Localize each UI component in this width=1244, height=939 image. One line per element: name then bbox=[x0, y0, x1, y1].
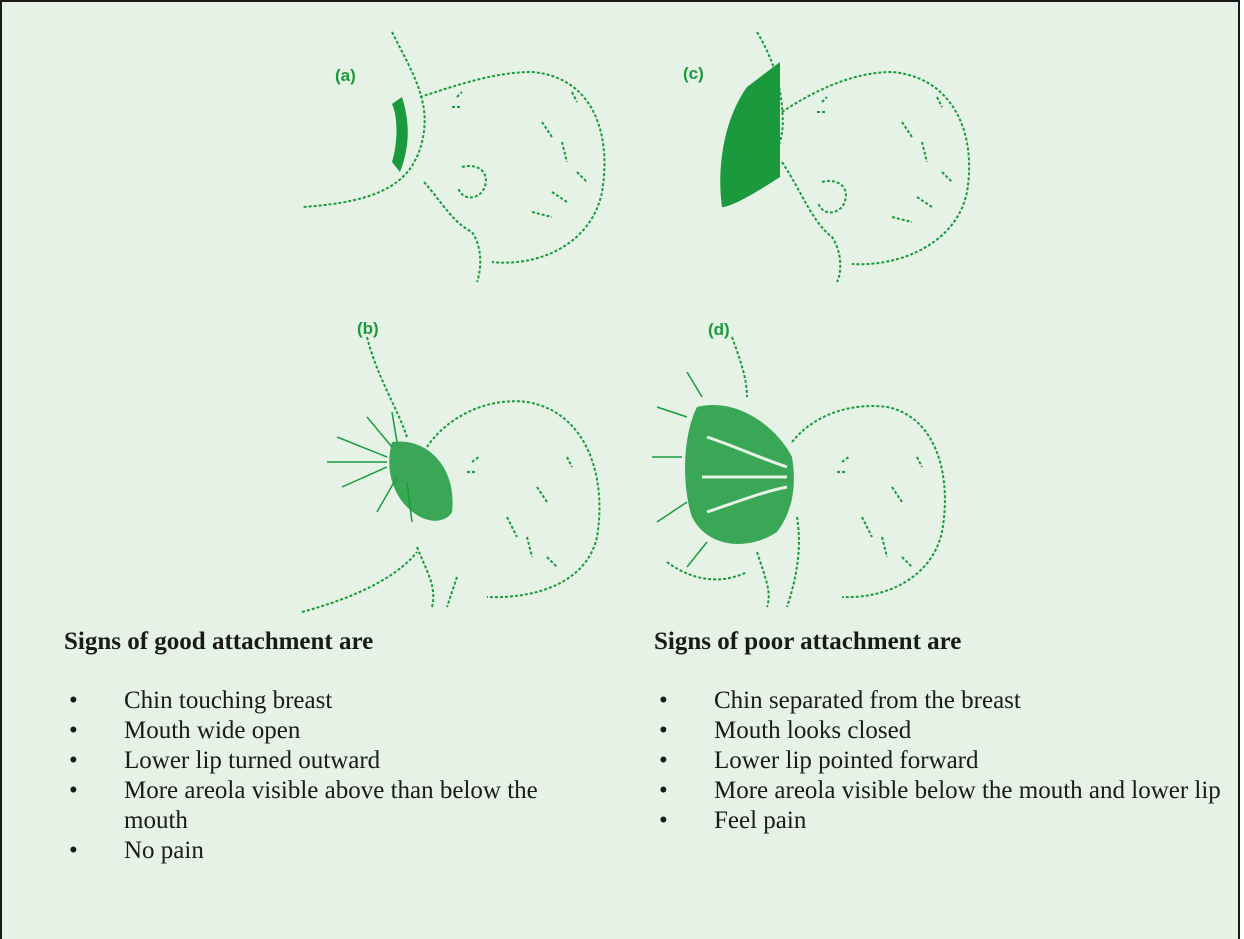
list-item: •Mouth looks closed bbox=[654, 716, 1214, 746]
list-item: •Lower lip turned outward bbox=[64, 746, 624, 776]
list-item: •Chin separated from the breast bbox=[654, 686, 1214, 716]
list-item: •Mouth wide open bbox=[64, 716, 624, 746]
poor-attachment-section: Signs of poor attachment are •Chin separ… bbox=[654, 627, 1214, 836]
bullet-icon: • bbox=[69, 716, 78, 746]
list-item: •More areola visible above than below th… bbox=[64, 776, 584, 836]
bullet-icon: • bbox=[69, 836, 78, 866]
good-attachment-section: Signs of good attachment are •Chin touch… bbox=[64, 627, 624, 866]
figure-c-label: (c) bbox=[683, 64, 704, 84]
figure-b-label: (b) bbox=[357, 319, 379, 339]
poor-attachment-heading: Signs of poor attachment are bbox=[654, 627, 1214, 657]
figure-c-illustration bbox=[702, 32, 982, 282]
figure-b-illustration bbox=[297, 337, 607, 607]
list-item: •No pain bbox=[64, 836, 624, 866]
good-attachment-list: •Chin touching breast •Mouth wide open •… bbox=[64, 686, 624, 866]
good-attachment-heading: Signs of good attachment are bbox=[64, 627, 624, 657]
bullet-icon: • bbox=[69, 746, 78, 776]
bullet-icon: • bbox=[659, 806, 668, 836]
bullet-icon: • bbox=[659, 686, 668, 716]
bullet-icon: • bbox=[659, 716, 668, 746]
bullet-icon: • bbox=[659, 776, 668, 806]
poor-attachment-list: •Chin separated from the breast •Mouth l… bbox=[654, 686, 1214, 836]
figure-d-illustration bbox=[647, 337, 957, 607]
list-item: •Chin touching breast bbox=[64, 686, 624, 716]
bullet-icon: • bbox=[69, 776, 78, 806]
bullet-icon: • bbox=[69, 686, 78, 716]
bullet-icon: • bbox=[659, 746, 668, 776]
list-item: •Feel pain bbox=[654, 806, 1214, 836]
figure-a-illustration bbox=[292, 32, 612, 282]
list-item: •Lower lip pointed forward bbox=[654, 746, 1214, 776]
list-item: •More areola visible below the mouth and… bbox=[654, 776, 1224, 806]
